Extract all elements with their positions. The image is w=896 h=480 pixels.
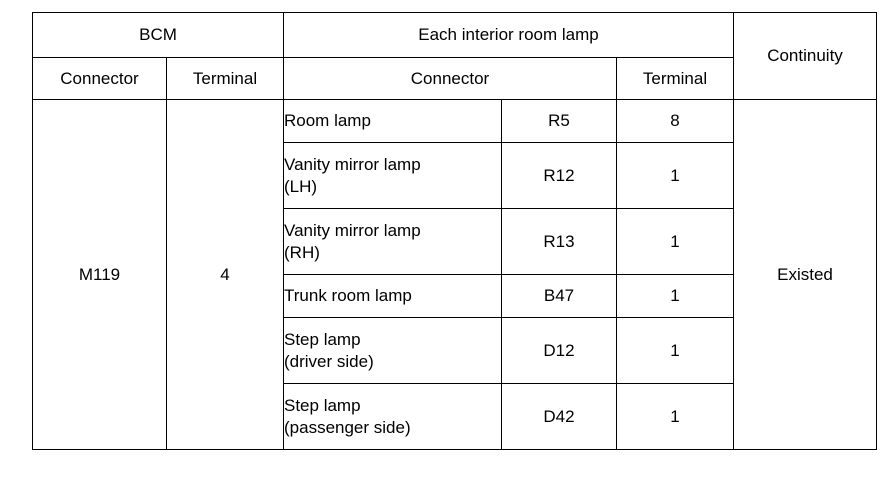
lamp-terminal-number: 1 (615, 142, 735, 209)
lamp-name: Vanity mirror lamp (RH) (283, 208, 502, 275)
lamp-name: Room lamp (283, 99, 502, 143)
lamp-connector-code: R5 (501, 99, 617, 143)
table-header-row-groups: BCM Each interior room lamp Continuity (32, 12, 878, 100)
lamp-connector-code: D42 (501, 383, 617, 450)
lamp-connector-code: D12 (501, 317, 617, 384)
table-row: Vanity mirror lamp (RH) R13 1 (33, 208, 877, 275)
continuity-value: Existed (733, 99, 878, 450)
lamp-name: Vanity mirror lamp (LH) (283, 142, 502, 209)
header-group-bcm: BCM (32, 12, 284, 58)
lamp-name: Step lamp (driver side) (283, 317, 502, 384)
lamp-terminal-number: 1 (615, 274, 735, 318)
lamp-name: Trunk room lamp (283, 274, 502, 318)
header-continuity: Continuity (733, 12, 878, 100)
header-bcm-connector: Connector (32, 57, 167, 100)
lamp-name-line1: Vanity mirror lamp (284, 220, 421, 240)
lamp-connector-code: B47 (501, 274, 617, 318)
lamp-name-line2: (LH) (284, 176, 318, 196)
table-row: Trunk room lamp B47 1 (33, 274, 877, 318)
table-row: Vanity mirror lamp (LH) R12 1 (33, 142, 877, 209)
lamp-name-line2: (RH) (284, 242, 320, 262)
header-group-interior-lamp: Each interior room lamp (282, 12, 735, 58)
table-row: M119 4 Room lamp R5 8 Existed (32, 99, 878, 450)
lamp-terminal-number: 8 (615, 99, 735, 143)
lamp-name-line1: Vanity mirror lamp (284, 154, 421, 174)
continuity-table-container: BCM Each interior room lamp Continuity C… (32, 12, 878, 450)
lamp-connector-code: R12 (501, 142, 617, 209)
table-row: Step lamp (driver side) D12 1 (33, 317, 877, 384)
table-row: Step lamp (passenger side) D42 1 (33, 383, 877, 450)
continuity-table: BCM Each interior room lamp Continuity C… (32, 12, 878, 450)
table-header-row-subcolumns: Connector Terminal Connector Terminal (32, 57, 877, 100)
bcm-connector-value: M119 (32, 99, 167, 450)
lamp-name: Step lamp (passenger side) (283, 383, 502, 450)
header-lamp-connector: Connector (283, 57, 617, 100)
lamp-name-line1: Step lamp (284, 395, 361, 415)
lamp-name-line1: Step lamp (284, 329, 361, 349)
bcm-terminal-value: 4 (166, 99, 284, 450)
lamp-terminal-number: 1 (615, 383, 735, 450)
lamp-terminal-number: 1 (615, 208, 735, 275)
lamp-name-line2: (passenger side) (284, 417, 411, 437)
lamp-name-line2: (driver side) (284, 351, 374, 371)
lamp-connector-code: R13 (501, 208, 617, 275)
header-bcm-terminal: Terminal (166, 57, 284, 100)
header-lamp-terminal: Terminal (615, 57, 735, 100)
lamp-terminal-number: 1 (615, 317, 735, 384)
